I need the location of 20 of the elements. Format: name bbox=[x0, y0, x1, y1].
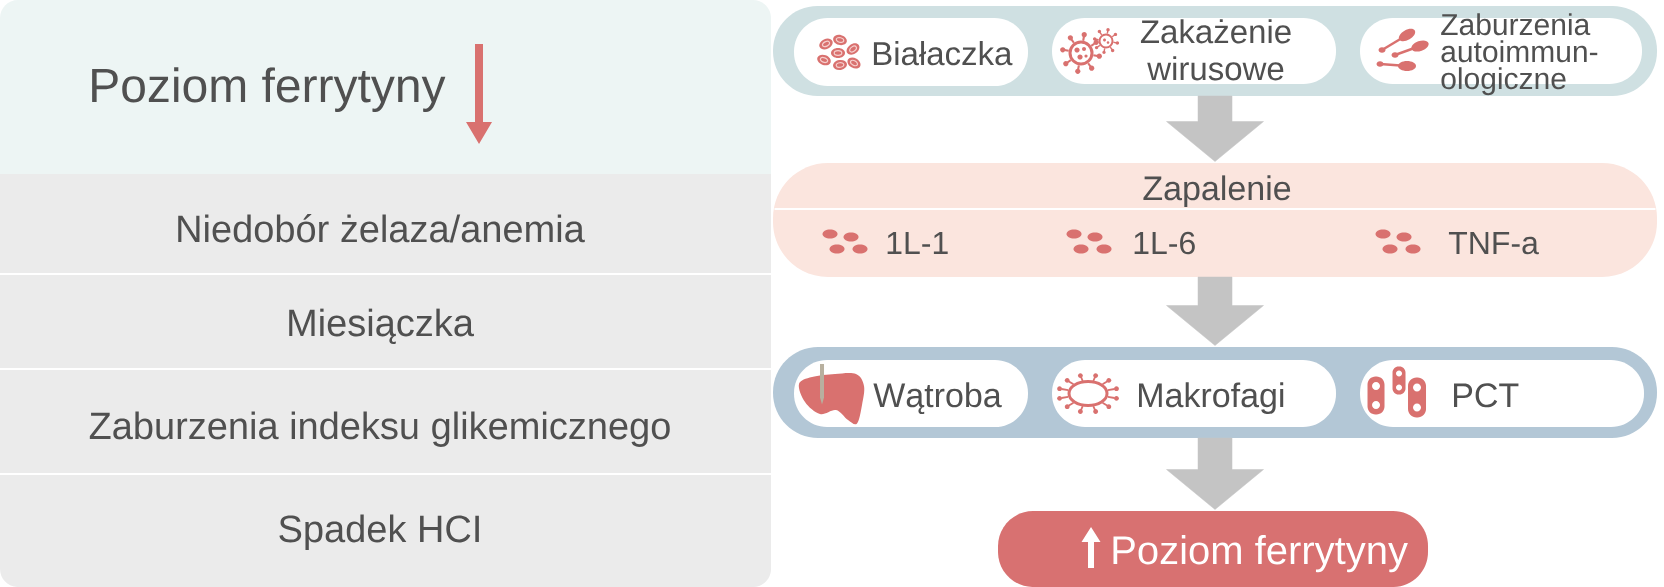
item-label: 1L-6 bbox=[1134, 231, 1195, 255]
label-pill: Zaburzenia autoimmun- ologiczne bbox=[1360, 13, 1642, 96]
table-row: Miesiączka bbox=[0, 275, 771, 368]
block-arrow bbox=[1166, 95, 1264, 162]
label-pill: Zakażenie wirusowe bbox=[1052, 18, 1336, 84]
band-heading: Zapalenie bbox=[1143, 175, 1291, 208]
header-cell: Poziom ferrytyny bbox=[0, 0, 771, 174]
block-arrow bbox=[1166, 276, 1264, 346]
node-label: Niedobór żelaza/anemia bbox=[178, 214, 585, 243]
table-row: Zaburzenia indeksu glikemicznego bbox=[0, 370, 771, 473]
label-pill: Makrofagi bbox=[1052, 360, 1336, 427]
node-label: Spadek HCI bbox=[279, 514, 479, 550]
table-row: Spadek HCI bbox=[0, 475, 771, 587]
node-label: Zaburzenia indeksu glikemicznego bbox=[89, 411, 670, 447]
item-label: TNF-a bbox=[1448, 232, 1539, 255]
node-label: Miesiączka bbox=[289, 308, 474, 344]
block-arrow bbox=[1166, 437, 1264, 510]
result-box: Poziom ferrytyny bbox=[998, 511, 1428, 587]
table-row: Niedobór żelaza/anemia bbox=[0, 174, 771, 273]
item-label: 1L-1 bbox=[887, 232, 948, 254]
